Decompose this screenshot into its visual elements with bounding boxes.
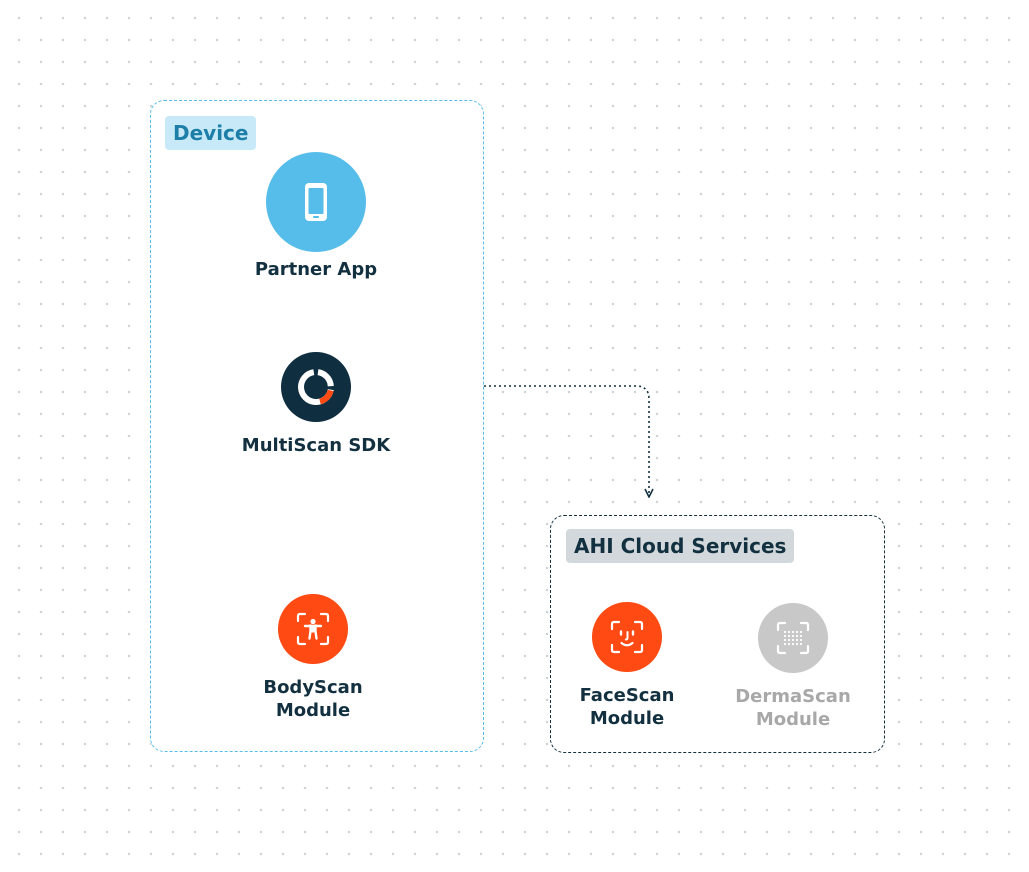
dermascan-circle	[758, 603, 828, 673]
multiscan-sdk-node: MultiScan SDK	[216, 352, 416, 457]
bodyscan-circle	[278, 594, 348, 664]
face-scan-icon	[610, 620, 644, 654]
multiscan-logo-icon	[298, 369, 334, 406]
multiscan-sdk-circle	[281, 352, 351, 422]
multiscan-sdk-label: MultiScan SDK	[241, 435, 391, 456]
derma-scan-icon	[776, 621, 810, 655]
facescan-module-node: FaceScan Module	[547, 602, 707, 730]
partner-app-label: Partner App	[254, 259, 378, 280]
body-scan-icon	[296, 612, 330, 646]
dermascan-module-node: DermaScan Module	[713, 603, 873, 731]
bodyscan-module-node: BodyScan Module	[223, 594, 403, 722]
device-group-label: Device	[165, 116, 257, 150]
smartphone-icon	[305, 183, 327, 221]
dermascan-module-label: DermaScan Module	[735, 686, 851, 730]
partner-app-node: Partner App	[216, 152, 416, 281]
facescan-circle	[592, 602, 662, 672]
bodyscan-module-label: BodyScan Module	[263, 677, 363, 721]
facescan-module-label: FaceScan Module	[579, 685, 675, 729]
partner-app-circle	[266, 152, 366, 252]
cloud-services-group-label: AHI Cloud Services	[566, 529, 795, 563]
